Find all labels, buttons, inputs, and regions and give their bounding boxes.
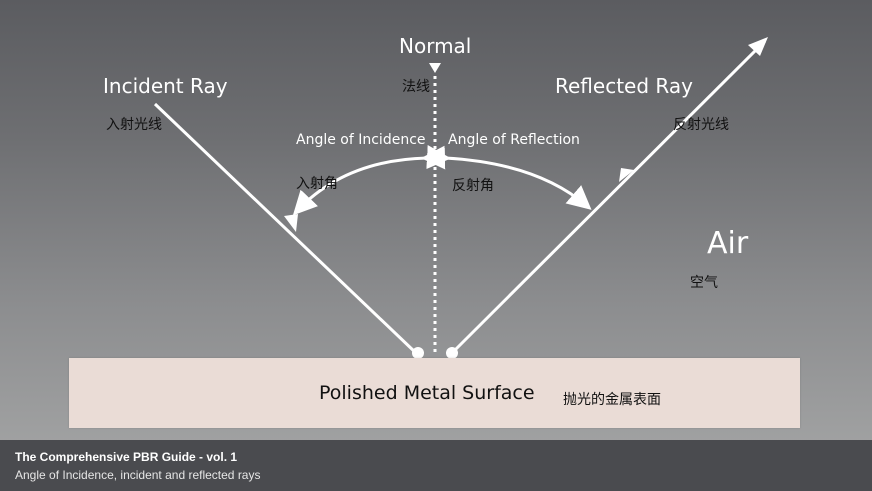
polished-metal-surface-label: Polished Metal Surface [319, 382, 535, 404]
angle-of-reflection-label: Angle of Reflection [448, 132, 580, 148]
normal-label: Normal [399, 34, 472, 58]
footer-subtitle: Angle of Incidence, incident and reflect… [15, 468, 261, 482]
angle-reflection-arc [426, 145, 592, 210]
reflection-contact-point [446, 347, 458, 359]
reflected-ray-line [450, 39, 767, 355]
polished-metal-surface-chinese-label: 抛光的金属表面 [563, 392, 661, 408]
incident-ray-label: Incident Ray [103, 74, 228, 98]
incident-ray-arrowhead [284, 214, 298, 232]
incident-contact-point [412, 347, 424, 359]
normal-arrowhead [429, 63, 441, 73]
angle-of-reflection-chinese-label: 反射角 [452, 178, 494, 194]
metal-surface [69, 358, 800, 428]
footer-bar [0, 440, 872, 491]
angle-of-incidence-label: Angle of Incidence [296, 132, 426, 148]
reflected-ray-mid-arrowhead [619, 168, 634, 182]
incident-ray-chinese-label: 入射光线 [106, 117, 162, 133]
reflected-ray-label: Reflected Ray [555, 74, 693, 98]
incident-ray-line [153, 102, 418, 355]
air-chinese-label: 空气 [690, 275, 718, 291]
reflected-ray-end-arrowhead [748, 37, 768, 56]
footer-title: The Comprehensive PBR Guide - vol. 1 [15, 450, 238, 464]
normal-chinese-label: 法线 [402, 79, 430, 95]
angle-incidence-arc [292, 145, 446, 216]
air-label: Air [707, 226, 749, 261]
angle-of-incidence-chinese-label: 入射角 [296, 176, 338, 192]
reflected-ray-chinese-label: 反射光线 [673, 117, 729, 133]
